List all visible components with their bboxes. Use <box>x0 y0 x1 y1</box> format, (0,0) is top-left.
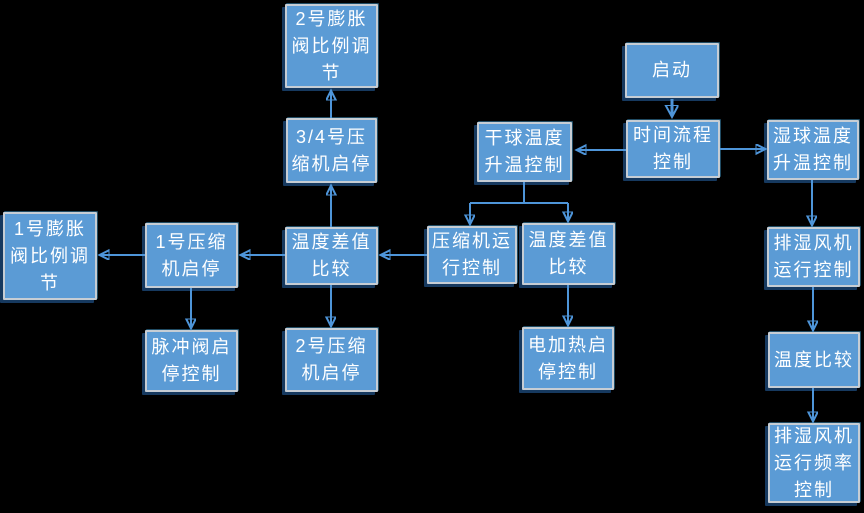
node-start[interactable]: 启动 <box>625 43 719 98</box>
node-dehumid-fan-freq-control[interactable]: 排湿风机运行频率控制 <box>768 423 860 503</box>
node-dry-bulb-heating-control[interactable]: 干球温度升温控制 <box>477 122 572 182</box>
node-time-flow-control[interactable]: 时间流程控制 <box>626 120 720 178</box>
node-pulse-valve-control[interactable]: 脉冲阀启停控制 <box>145 330 238 392</box>
node-temp-diff-compare-left[interactable]: 温度差值比较 <box>285 227 378 285</box>
node-compressor-2[interactable]: 2号压缩机启停 <box>285 328 378 392</box>
node-compressor-3-4[interactable]: 3/4号压缩机启停 <box>286 118 377 183</box>
node-temp-diff-compare-right[interactable]: 温度差值比较 <box>522 223 615 285</box>
node-wet-bulb-heating-control[interactable]: 湿球温度升温控制 <box>767 120 859 180</box>
node-compressor-run-control[interactable]: 压缩机运行控制 <box>427 226 517 284</box>
node-compressor-1[interactable]: 1号压缩机启停 <box>145 223 238 288</box>
node-temp-compare[interactable]: 温度比较 <box>768 332 860 388</box>
node-electric-heater-control[interactable]: 电加热启停控制 <box>522 327 614 390</box>
node-expansion-valve-1[interactable]: 1号膨胀阀比例调节 <box>3 212 97 300</box>
branch-line-drybulb <box>470 182 568 204</box>
node-expansion-valve-2[interactable]: 2号膨胀阀比例调节 <box>285 4 378 88</box>
node-dehumid-fan-run-control[interactable]: 排湿风机运行控制 <box>767 227 860 287</box>
